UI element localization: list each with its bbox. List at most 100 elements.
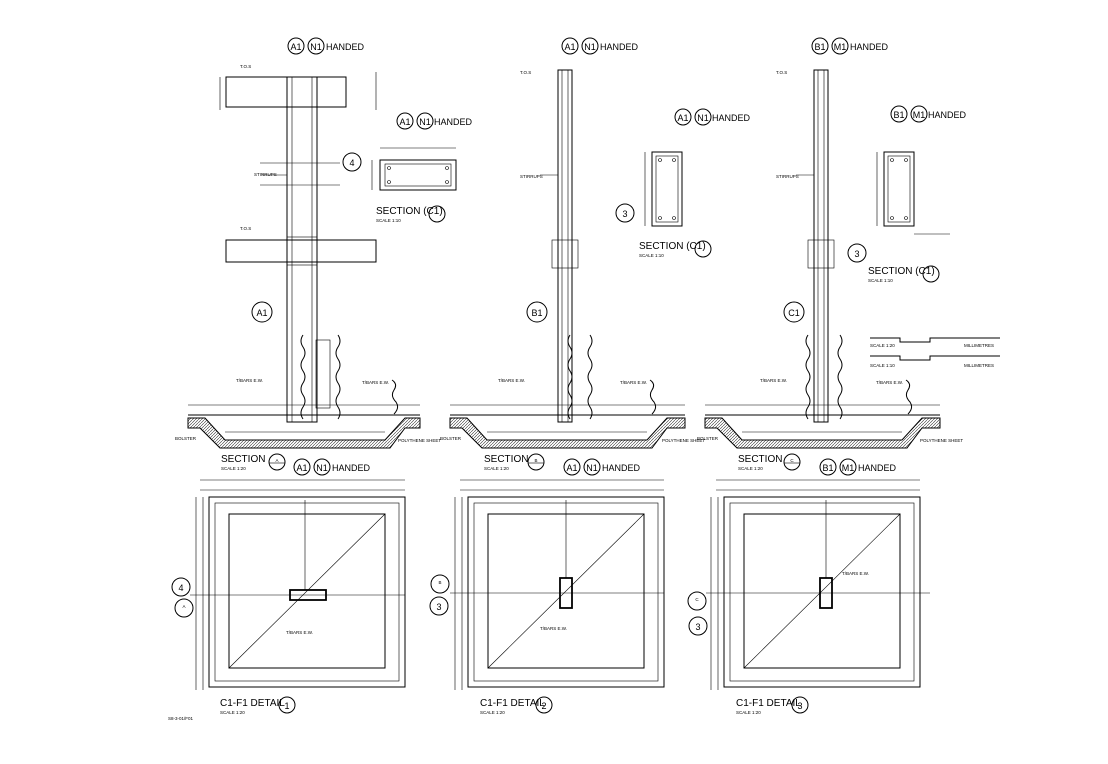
section-a-scale: SCALE 1:20	[221, 466, 246, 471]
plan-b: A1 N1 HANDED B 3 T/BARS E.W. C1-F1 DETAI…	[429, 458, 665, 715]
plan-b-topbars: T/BARS E.W.	[540, 626, 567, 631]
bolster-note: BOLSTER	[175, 436, 197, 441]
plan-a-tag-n1: N1	[316, 463, 328, 473]
plan-a-num: 1	[284, 701, 289, 711]
tag-a1-det-b: A1	[677, 113, 688, 123]
section-c1-detail-a: A1 N1 HANDED 4 SECTION (C1) SCALE 1:10	[342, 112, 473, 223]
plan-a: A1 N1 HANDED 4 A T/BARS E.W. C1-F1 DETAI…	[168, 458, 406, 721]
handed-label-det: HANDED	[434, 117, 473, 127]
stirrups-note-b: STIRRUPS	[520, 174, 543, 179]
section-c-title: SECTION	[738, 454, 782, 465]
elevation-a: A1 N1 HANDED STIRRUPS T.O.S T.O.S A1 T/B…	[175, 37, 441, 471]
section-c1-title-a: SECTION (C1)	[376, 206, 443, 217]
plan-b-title: C1-F1 DETAIL	[480, 698, 545, 709]
tag-m1-c: M1	[834, 42, 847, 52]
elevation-c: B1 M1 HANDED T.O.S STIRRUPS C1 T/BARS E.…	[697, 37, 963, 471]
scale-bar-1-label: SCALE 1:20	[870, 343, 895, 348]
elevation-b: A1 N1 HANDED T.O.S STIRRUPS B1 T/BARS E.…	[440, 37, 705, 471]
plan-c-tag-b1: B1	[822, 463, 833, 473]
tag-a1-mid: A1	[256, 308, 267, 318]
plan-c-handed: HANDED	[858, 463, 897, 473]
section-c1-detail-b: A1 N1 HANDED 3 SECTION (C1) SCALE 1:10	[615, 108, 751, 258]
tag-n1-b: N1	[584, 42, 596, 52]
plan-b-handed: HANDED	[602, 463, 641, 473]
tag-c1-mid: C1	[788, 308, 800, 318]
tag-n1-det-b: N1	[697, 113, 709, 123]
polythene-note-b: POLYTHENE SHEET	[662, 438, 705, 443]
tos-note-2: T.O.S	[240, 226, 251, 231]
tag-b-letter: B	[534, 458, 537, 463]
section-c1-title-c: SECTION (C1)	[868, 266, 935, 277]
handed-label-det-c: HANDED	[928, 110, 967, 120]
tag-n1: N1	[310, 42, 322, 52]
tos-note-c: T.O.S	[776, 70, 787, 75]
tag-a-letter: A	[275, 458, 278, 463]
tos-note-b: T.O.S	[520, 70, 531, 75]
tag-b1-c: B1	[814, 42, 825, 52]
tag-3-det-b: 3	[622, 209, 627, 219]
handed-label-c: HANDED	[850, 42, 889, 52]
plan-a-title: C1-F1 DETAIL	[220, 698, 285, 709]
section-c1-title-b: SECTION (C1)	[639, 241, 706, 252]
plan-b-num: 2	[541, 701, 546, 711]
tag-4-det: 4	[349, 158, 354, 168]
tos-note: T.O.S	[240, 64, 251, 69]
section-c-scale: SCALE 1:20	[738, 466, 763, 471]
polythene-note-c: POLYTHENE SHEET	[920, 438, 963, 443]
plan-c-tag-m1: M1	[842, 463, 855, 473]
plan-a-scale: SCALE 1:20	[220, 710, 245, 715]
plan-c-tag-3: 3	[695, 622, 700, 632]
stirrups-note-c: STIRRUPS	[776, 174, 799, 179]
topbars-note-b2: T/BARS E.W.	[620, 380, 647, 385]
plan-b-tag-b: B	[438, 580, 441, 585]
scale-bar-1-units: MILLIMETRES	[964, 343, 994, 348]
plan-c: B1 M1 HANDED C 3 T/BARS E.W. C1-F1 DETAI…	[687, 458, 930, 715]
plan-c-tag-c: C	[695, 597, 699, 602]
plan-b-tag-a1: A1	[566, 463, 577, 473]
tag-n1-det: N1	[419, 117, 431, 127]
topbars-note-b: T/BARS E.W.	[498, 378, 525, 383]
topbars-note: T/BARS E.W.	[236, 378, 263, 383]
tag-c-letter: C	[790, 458, 794, 463]
scale-bar-2-units: MILLIMETRES	[964, 363, 994, 368]
topbars-note-c: T/BARS E.W.	[760, 378, 787, 383]
drawing-ref: S8-3-01/F01	[168, 716, 194, 721]
plan-c-title: C1-F1 DETAIL	[736, 698, 801, 709]
bolster-note-c: BOLSTER	[697, 436, 719, 441]
tag-m1-det-c: M1	[913, 110, 926, 120]
plan-b-scale: SCALE 1:20	[480, 710, 505, 715]
plan-a-tag-a1: A1	[296, 463, 307, 473]
section-c1-scale-c: SCALE 1:10	[868, 278, 893, 283]
handed-label-det-b: HANDED	[712, 113, 751, 123]
section-c1-detail-c: B1 M1 HANDED 3 SECTION (C1) SCALE 1:10	[847, 105, 967, 283]
plan-c-scale: SCALE 1:20	[736, 710, 761, 715]
topbars-note-c2: T/BARS E.W.	[876, 380, 903, 385]
tag-a1: A1	[290, 42, 301, 52]
tag-b1-mid: B1	[531, 308, 542, 318]
section-c1-scale-b: SCALE 1:10	[639, 253, 664, 258]
stirrups-note: STIRRUPS	[254, 172, 277, 177]
tag-3-det-c: 3	[854, 249, 859, 259]
plan-c-num: 3	[797, 701, 802, 711]
plan-a-tag-a: A	[182, 604, 185, 609]
plan-a-handed: HANDED	[332, 463, 371, 473]
plan-a-tag-4: 4	[178, 583, 183, 593]
section-a-title: SECTION	[221, 454, 265, 465]
tag-a1-b: A1	[564, 42, 575, 52]
plan-c-topbars: T/BARS E.W.	[842, 571, 869, 576]
topbars-note-2: T/BARS E.W.	[362, 380, 389, 385]
section-c1-scale-a: SCALE 1:10	[376, 218, 401, 223]
tag-a1-det: A1	[399, 117, 410, 127]
tag-b1-det-c: B1	[893, 110, 904, 120]
handed-label: HANDED	[326, 42, 365, 52]
plan-a-topbars: T/BARS E.W.	[286, 630, 313, 635]
plan-b-tag-3: 3	[436, 602, 441, 612]
scale-bars: SCALE 1:20 MILLIMETRES SCALE 1:10 MILLIM…	[870, 337, 1000, 368]
polythene-note: POLYTHENE SHEET	[398, 438, 441, 443]
handed-label-b: HANDED	[600, 42, 639, 52]
plan-b-tag-n1: N1	[586, 463, 598, 473]
section-b-title: SECTION	[484, 454, 528, 465]
section-b-scale: SCALE 1:20	[484, 466, 509, 471]
bolster-note-b: BOLSTER	[440, 436, 462, 441]
